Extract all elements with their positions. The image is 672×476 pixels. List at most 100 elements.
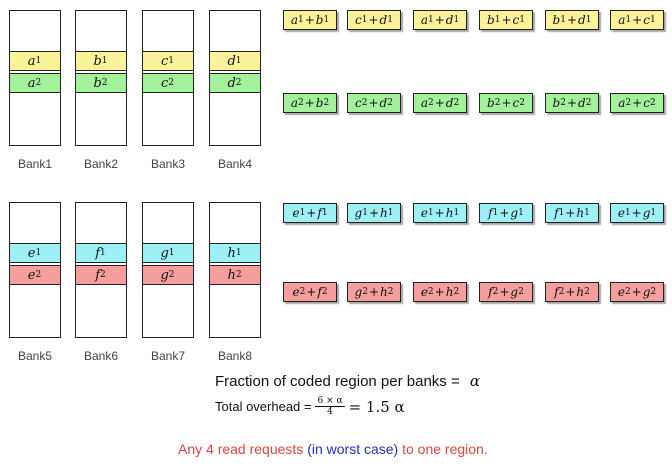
chip-subscript: 1 <box>560 15 566 25</box>
chip-subscript: 1 <box>585 15 592 25</box>
chip-variable: a <box>618 13 626 27</box>
cell-variable: e <box>27 267 36 283</box>
chip-variable: a <box>290 96 298 110</box>
chip-plus: + <box>434 96 445 110</box>
chip-subscript: 2 <box>519 98 525 108</box>
chip-variable: f <box>317 285 322 299</box>
bank-label-5: Bank5 <box>17 349 53 363</box>
chip-subscript: 1 <box>558 208 565 218</box>
cell-variable: d <box>227 53 236 69</box>
chip-plus: + <box>368 96 379 110</box>
chip-plus: + <box>501 96 512 110</box>
chip-variable: f <box>488 206 493 220</box>
cell-variable: a <box>27 53 36 69</box>
chip-variable: c <box>512 13 520 27</box>
chip-variable: f <box>488 285 493 299</box>
cell-subscript: 2 <box>168 270 175 280</box>
cell-subscript: 1 <box>235 248 242 258</box>
chip-variable: b <box>552 96 561 110</box>
chip-subscript: 1 <box>492 208 499 218</box>
chip-subscript: 1 <box>323 15 330 25</box>
chip-subscript: 1 <box>494 15 501 25</box>
overhead-label: Total overhead = <box>215 399 312 414</box>
cell-subscript: 1 <box>35 56 42 66</box>
chip-plus: + <box>631 285 642 299</box>
cell-subscript: 2 <box>100 270 106 280</box>
chip-plus: + <box>304 13 315 27</box>
chip-variable: c <box>512 96 520 110</box>
chip-variable: f <box>554 206 559 220</box>
chip-subscript: 2 <box>558 287 565 297</box>
chip-variable: a <box>290 13 298 27</box>
chip-plus: + <box>306 206 317 220</box>
chip-subscript: 1 <box>427 15 434 25</box>
chip-variable: g <box>510 285 519 299</box>
chip-subscript: 2 <box>584 287 590 297</box>
chip-subscript: 1 <box>453 208 460 218</box>
chip-variable: a <box>420 96 428 110</box>
chip-subscript: 1 <box>387 208 394 218</box>
footer-note: Any 4 read requests (in worst case) to o… <box>178 441 488 457</box>
chip-variable: g <box>354 285 363 299</box>
chip-plus: + <box>434 285 445 299</box>
chip-plus: + <box>499 206 510 220</box>
overhead-fraction: 6 × α 4 <box>315 396 345 417</box>
cell-variable: b <box>93 75 102 91</box>
chip-subscript: 1 <box>584 208 590 218</box>
cell-subscript: 2 <box>35 78 42 88</box>
chip-variable: c <box>643 96 650 110</box>
chip-subscript: 1 <box>625 15 632 25</box>
overhead-line: Total overhead = 6 × α 4 = 1.5 α <box>215 396 405 417</box>
chip-subscript: 2 <box>361 98 368 108</box>
chip-variable: g <box>510 206 519 220</box>
cell-subscript: 2 <box>101 78 108 88</box>
chip-subscript: 1 <box>519 15 525 25</box>
chip-variable: h <box>445 206 454 220</box>
chip-subscript: 2 <box>625 98 632 108</box>
chip-subscript: 2 <box>518 287 524 297</box>
chip-plus: + <box>306 285 317 299</box>
chip-variable: e <box>617 206 625 220</box>
chip-variable: d <box>445 13 454 27</box>
chip-plus: + <box>565 285 576 299</box>
chip-variable: h <box>576 206 585 220</box>
bank-label-4: Bank4 <box>217 157 253 171</box>
cell-variable: f <box>95 267 101 283</box>
chip-plus: + <box>501 13 512 27</box>
cell-variable: c <box>160 75 169 91</box>
chip-variable: c <box>643 13 650 27</box>
chip-plus: + <box>632 96 643 110</box>
cell-variable: f <box>95 245 101 261</box>
cell-subscript: 1 <box>168 248 175 258</box>
fraction-line: Fraction of coded region per banks = α <box>215 372 480 390</box>
chip-variable: b <box>552 13 561 27</box>
chip-subscript: 2 <box>321 287 328 297</box>
chip-plus: + <box>368 206 379 220</box>
footer-part1: Any 4 read requests <box>178 441 308 457</box>
chip-subscript: 2 <box>492 287 499 297</box>
chip-subscript: 2 <box>649 98 656 108</box>
chip-variable: e <box>292 285 300 299</box>
chip-variable: e <box>420 206 428 220</box>
chip-plus: + <box>368 13 379 27</box>
chip-subscript: 2 <box>650 287 657 297</box>
chip-subscript: 1 <box>361 15 368 25</box>
cell-subscript: 2 <box>35 270 42 280</box>
